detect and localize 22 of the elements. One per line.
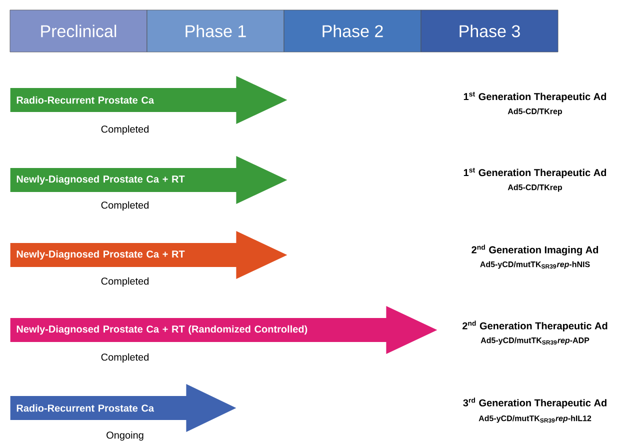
- status-text: Ongoing: [106, 431, 144, 441]
- vector-name: 2$^{nd}$ Generation Therapeutic Ad: [462, 320, 608, 332]
- phase-box: Phase 3: [420, 10, 558, 52]
- construct-name: Ad5-yCD/mutTK$_{SR39}$rep-hIL12: [478, 415, 592, 423]
- vector-name: 2$^{nd}$ Generation Imaging Ad: [472, 244, 598, 256]
- vector-name: 3$^{rd}$ Generation Therapeutic Ad: [463, 398, 606, 408]
- status-text: Completed: [101, 277, 149, 287]
- progress-banner: Newly-Diagnosed Prostate Ca + RT (Randomized Controlled): [10, 306, 438, 354]
- status-text: Completed: [101, 201, 149, 211]
- construct-name: Ad5-CD/TKrep: [508, 108, 562, 116]
- status-text: Completed: [101, 353, 149, 363]
- progress-banner: Radio-Recurrent Prostate Ca: [10, 76, 288, 124]
- construct-name: Ad5-yCD/mutTK$_{SR39}$rep-hNIS: [480, 261, 590, 269]
- construct-name: Ad5-yCD/mutTK$_{SR39}$rep-ADP: [480, 337, 590, 345]
- phase-box: Preclinical: [10, 10, 148, 52]
- status-text: Completed: [101, 125, 149, 135]
- vector-name: 1$^{st}$ Generation Therapeutic Ad: [464, 168, 606, 178]
- progress-banner: Radio-Recurrent Prostate Ca: [10, 384, 236, 432]
- phase-box: Phase 2: [284, 10, 422, 52]
- construct-name: Ad5-CD/TKrep: [508, 184, 562, 192]
- phase-box: Phase 1: [146, 10, 284, 52]
- vector-name: 1$^{st}$ Generation Therapeutic Ad: [464, 92, 606, 102]
